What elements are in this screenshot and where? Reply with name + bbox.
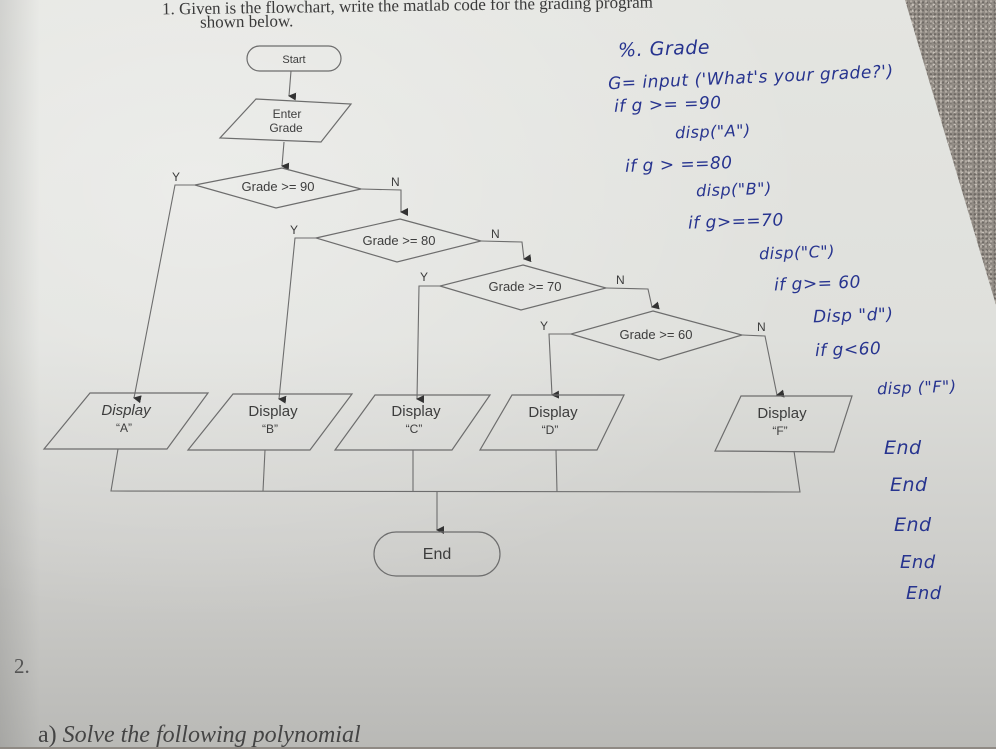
decision-60-label: Grade >= 60 — [620, 327, 693, 342]
decision-80-no-label: N — [491, 227, 500, 241]
output-D-line1: Display — [528, 404, 578, 421]
output-F-line2: “F” — [772, 424, 787, 438]
hw-line-comment: %. Grade — [617, 36, 711, 62]
question-2a-prompt: a) Solve the following polynomial — [38, 722, 361, 748]
merge-connector — [110, 448, 801, 493]
hw-line-if-60: if g>= 60 — [773, 272, 862, 296]
question-2-number: 2. — [14, 654, 30, 678]
arrow-input-to-d90 — [281, 141, 290, 171]
arrow-d70-no-to-d60 — [605, 287, 660, 310]
output-display-A: Display — [42, 392, 210, 450]
start-label: Start — [282, 54, 305, 66]
output-F-line1: Display — [757, 405, 807, 422]
decision-90-label: Grade >= 90 — [242, 179, 315, 194]
decision-90-yes-label: Y — [172, 170, 180, 184]
hw-line-end-2: End — [890, 474, 928, 496]
decision-60-no-label: N — [757, 320, 766, 334]
output-display-F: Display “F” — [714, 395, 853, 453]
hw-line-if-below-60: if g<60 — [814, 338, 882, 362]
end-terminal: End — [373, 531, 501, 577]
input-label-line1: Enter — [273, 107, 302, 121]
arrow-d80-no-to-d70 — [480, 240, 532, 263]
output-D-line2: “D” — [542, 423, 559, 437]
hw-line-end-4: End — [900, 552, 936, 573]
hw-line-if-90: if g >= =90 — [613, 93, 722, 117]
arrow-d80-yes-to-B — [278, 237, 316, 404]
arrow-d90-yes-to-A — [133, 184, 195, 404]
output-B-line1: Display — [248, 403, 298, 420]
hw-line-if-80: if g > ==80 — [624, 153, 733, 177]
output-display-C: Display “C” — [333, 394, 492, 451]
hw-line-disp-B: disp("B") — [695, 178, 773, 201]
hw-line-disp-C: disp("C") — [758, 241, 836, 264]
decision-grade-70: Grade >= 70 — [437, 264, 609, 311]
decision-80-label: Grade >= 80 — [363, 233, 436, 248]
hw-line-disp-F: disp ("F") — [876, 376, 957, 399]
end-label: End — [423, 546, 451, 563]
decision-70-label: Grade >= 70 — [489, 279, 562, 294]
decision-60-yes-label: Y — [540, 319, 548, 333]
arrow-d60-no-to-F — [741, 334, 785, 398]
output-B-line2: “B” — [262, 422, 278, 436]
hw-line-disp-A: disp("A") — [674, 120, 752, 143]
question-2a-text: Solve the following polynomial — [62, 722, 361, 748]
output-display-B: Display “B” — [186, 393, 354, 451]
hw-line-end-3: End — [894, 514, 932, 536]
arrow-start-to-input — [288, 70, 297, 101]
decision-grade-60: Grade >= 60 — [568, 310, 745, 361]
decision-70-no-label: N — [616, 273, 625, 287]
arrow-d70-yes-to-C — [416, 285, 440, 404]
decision-80-yes-label: Y — [290, 223, 298, 237]
input-grade-parallelogram: Enter Grade — [218, 98, 353, 143]
arrow-d90-no-to-d80 — [360, 188, 408, 216]
hw-line-if-70: if g>==70 — [687, 210, 785, 234]
output-display-D: Display “D” — [478, 394, 625, 451]
decision-grade-80: Grade >= 80 — [313, 218, 484, 263]
arrow-d60-yes-to-D — [548, 333, 571, 399]
decision-90-no-label: N — [391, 175, 400, 189]
output-C-line2: “C” — [406, 422, 423, 436]
decision-grade-90: Grade >= 90 — [194, 167, 362, 209]
output-A-line2: “A” — [116, 421, 132, 435]
hw-line-disp-D: Disp "d") — [812, 304, 894, 328]
hw-line-end-1: End — [884, 437, 922, 459]
output-C-line1: Display — [391, 403, 441, 420]
hw-line-end-5: End — [906, 583, 942, 604]
input-label-line2: Grade — [269, 121, 303, 135]
question-2a-label: a) — [38, 722, 57, 748]
output-A-line1: Display — [101, 402, 152, 419]
decision-70-yes-label: Y — [420, 270, 428, 284]
start-terminal: Start — [246, 45, 342, 72]
